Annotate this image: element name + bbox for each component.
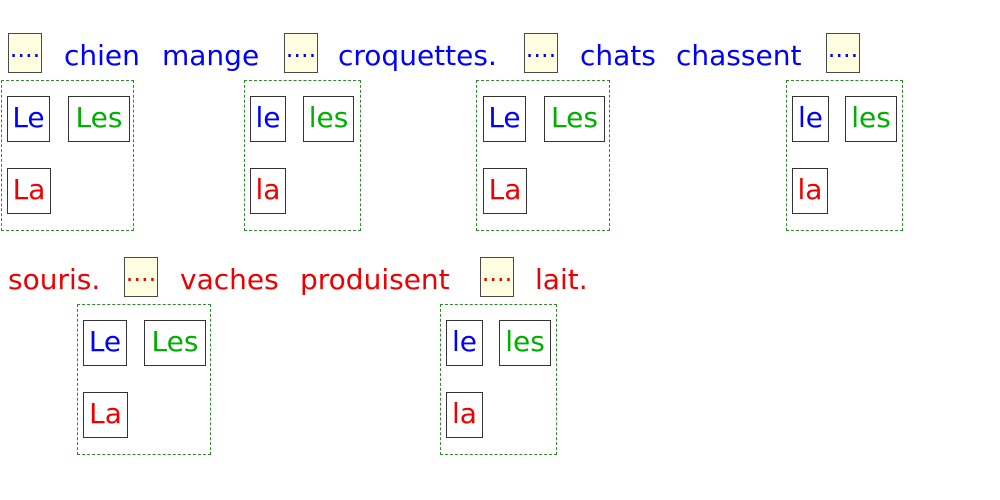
choice-la[interactable]: La [483,168,527,214]
word-lait: lait. [535,263,588,296]
blank-6[interactable]: .... [480,257,514,297]
word-mange: mange [162,39,260,72]
choice-le[interactable]: le [792,96,829,142]
blank-2[interactable]: .... [284,33,318,73]
choice-le[interactable]: le [250,96,286,142]
word-souris: souris. [8,263,101,296]
word-produisent: produisent [300,263,450,296]
choice-les[interactable]: Les [144,320,206,366]
blank-1[interactable]: .... [8,33,42,73]
blank-3[interactable]: .... [524,33,558,73]
choice-le[interactable]: Le [83,320,127,366]
word-vaches: vaches [180,263,279,296]
word-chats: chats [580,39,656,72]
choice-la[interactable]: la [446,392,483,438]
blank-4[interactable]: .... [826,33,860,73]
choice-la[interactable]: la [250,168,286,214]
word-croquettes: croquettes. [338,39,497,72]
word-chien: chien [64,39,140,72]
choices-box-4: le les la [786,80,903,231]
choice-les[interactable]: Les [544,96,605,142]
choice-la[interactable]: La [83,392,128,438]
choices-box-3: Le Les La [476,80,610,231]
blank-5[interactable]: .... [124,257,158,297]
choices-box-6: le les la [440,304,557,455]
choice-le[interactable]: le [446,320,483,366]
choice-les[interactable]: les [845,96,897,142]
choices-box-1: Le Les La [1,80,134,231]
choice-les[interactable]: les [499,320,551,366]
choice-les[interactable]: Les [68,96,130,142]
choice-la[interactable]: La [7,168,51,214]
word-chassent: chassent [676,39,802,72]
choice-le[interactable]: Le [7,96,50,142]
choices-box-5: Le Les La [77,304,211,455]
choices-box-2: le les la [244,80,361,231]
choice-le[interactable]: Le [483,96,526,142]
choice-les[interactable]: les [303,96,354,142]
choice-la[interactable]: la [792,168,828,214]
